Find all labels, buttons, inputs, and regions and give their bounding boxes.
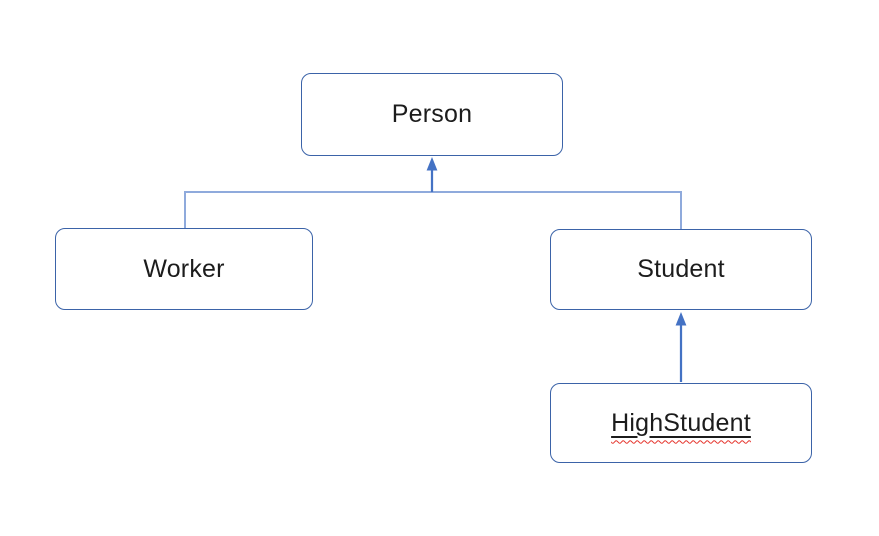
spellcheck-squiggle: HighStudent [611, 409, 751, 438]
arrowhead-to-person [426, 157, 438, 171]
node-student-label: Student [637, 255, 725, 283]
node-person[interactable]: Person [301, 73, 563, 156]
elbow-connector-worker-student [184, 191, 682, 230]
arrowhead-to-student [675, 312, 687, 326]
node-person-label: Person [391, 100, 473, 128]
node-worker[interactable]: Worker [55, 228, 313, 310]
node-highstudent[interactable]: HighStudent [550, 383, 812, 463]
node-highstudent-label: HighStudent [611, 408, 751, 437]
node-student[interactable]: Student [550, 229, 812, 310]
node-worker-label: Worker [143, 254, 225, 283]
